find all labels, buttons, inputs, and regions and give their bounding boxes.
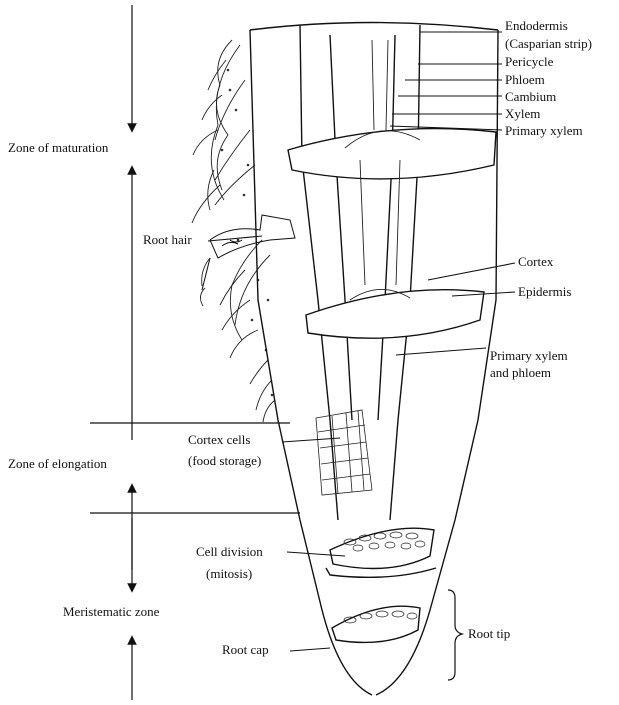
label-primary-xylem-phloem-line1: Primary xylem [490,348,568,363]
root-tip-brace [448,590,462,680]
label-pericycle: Pericycle [505,54,554,69]
label-cortex-cells-line1: Cortex cells [188,432,250,447]
root-hair-detail [202,215,295,290]
zone-meristematic-label: Meristematic zone [63,604,160,619]
section-cell-division [330,528,434,568]
stele-left-line [300,25,338,520]
label-primary-xylem: Primary xylem [505,123,583,138]
section-top [288,129,496,179]
section-middle [306,290,484,339]
label-casparian-strip: (Casparian strip) [505,36,592,51]
section-root-cap [332,606,420,642]
leader-root-cap [290,648,330,651]
label-xylem: Xylem [505,106,540,121]
label-endodermis: Endodermis [505,18,568,33]
root-left-outline [250,30,372,695]
leader-cortex [428,263,515,280]
zone-elongation-label: Zone of elongation [8,456,107,471]
label-cell-division-line2: (mitosis) [206,566,252,581]
leader-root-hair [208,236,262,241]
cortex-cell-grid [316,410,372,495]
inner-left-line [330,35,352,420]
label-epidermis: Epidermis [518,284,571,299]
label-root-tip: Root tip [468,626,510,641]
label-cambium: Cambium [505,89,556,104]
label-cell-division-line1: Cell division [196,544,263,559]
label-root-hair: Root hair [143,232,192,247]
zone-arrows [90,5,300,700]
label-primary-xylem-phloem-line2: and phloem [490,365,551,380]
section-lower [326,568,436,577]
leader-primary-xylem-phloem [396,348,486,355]
zone-labels: Zone of maturation Zone of elongation Me… [8,140,160,619]
label-root-cap: Root cap [222,642,269,657]
root-hair-texture [192,40,275,422]
label-cortex: Cortex [518,254,554,269]
cross-sections [288,129,496,643]
label-cortex-cells-line2: (food storage) [188,453,261,468]
zone-maturation-label: Zone of maturation [8,140,109,155]
top-edge [250,23,498,31]
label-phloem: Phloem [505,72,545,87]
stele-right-line [390,25,420,520]
